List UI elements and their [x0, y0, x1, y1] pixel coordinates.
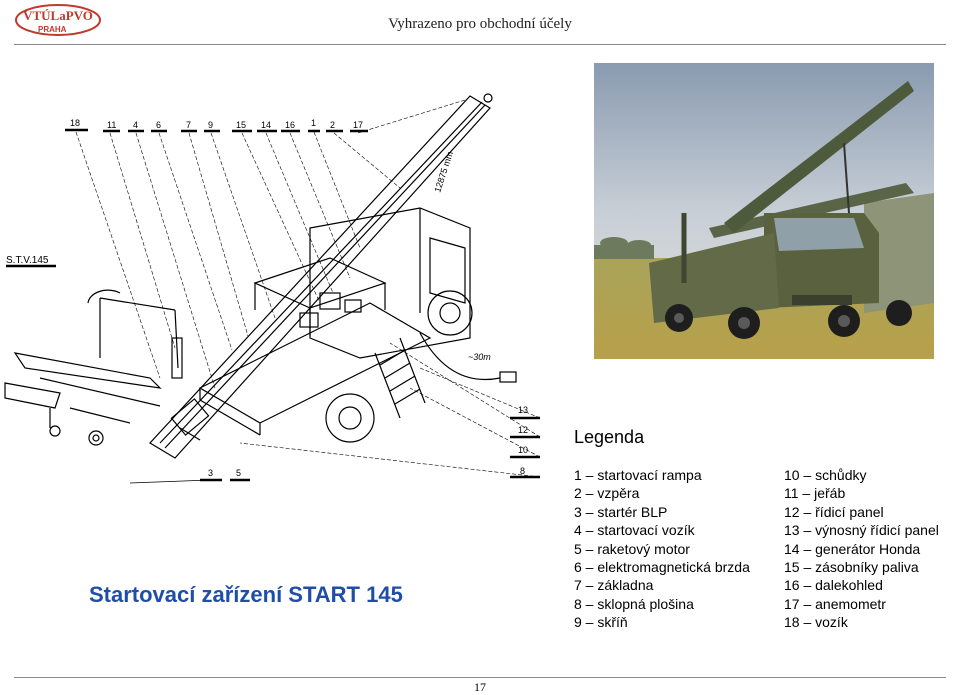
footer-divider: [14, 677, 946, 678]
callout-10: 10: [518, 445, 528, 455]
callout-13: 13: [518, 405, 528, 415]
logo-subtext: PRAHA: [38, 25, 67, 34]
callout-6: 6: [156, 120, 161, 130]
legend-item: 15 – zásobníky paliva: [784, 559, 919, 576]
callout-12: 12: [518, 425, 528, 435]
legend-item: 8 – sklopná plošina: [574, 595, 694, 612]
callout-11: 11: [107, 120, 116, 130]
page-number: 17: [474, 680, 486, 694]
callout-3: 3: [208, 468, 213, 478]
callout-1: 1: [311, 118, 316, 128]
callout-8: 8: [520, 466, 525, 476]
header-note: Vyhrazeno pro obchodní účely: [388, 16, 572, 32]
callout-7: 7: [186, 120, 191, 130]
drawing-tag: S.T.V.145: [6, 255, 49, 266]
callout-18: 18: [70, 118, 80, 128]
technical-drawing: 18 11 4 6 7 9 15 14 16 1 2 17 13 12 10 8…: [4, 93, 541, 484]
legend-item: 17 – anemometr: [784, 595, 886, 612]
vtulapvo-logo: VTÚLaPVO PRAHA: [15, 4, 101, 36]
page-title: Startovací zařízení START 145: [89, 582, 403, 607]
legend-item: 9 – skříň: [574, 614, 628, 631]
callout-16: 16: [285, 120, 295, 130]
callout-15: 15: [236, 120, 246, 130]
cable-dimension: ~30m: [468, 352, 491, 362]
legend-item: 13 – výnosný řídicí panel: [784, 522, 939, 539]
legend-item: 4 – startovací vozík: [574, 522, 695, 539]
legend-item: 1 – startovací rampa: [574, 467, 702, 483]
logo-text: VTÚLaPVO: [23, 8, 93, 23]
callout-2: 2: [330, 120, 335, 130]
callout-17: 17: [353, 120, 363, 130]
callout-14: 14: [261, 120, 271, 130]
legend-item: 5 – raketový motor: [574, 540, 690, 557]
legend-item: 7 – základna: [574, 577, 654, 594]
legend-item: 3 – startér BLP: [574, 503, 668, 520]
legend-item: 14 – generátor Honda: [784, 540, 921, 557]
legend-item: 16 – dalekohled: [784, 577, 883, 594]
legend-item: 12 – řídicí panel: [784, 503, 884, 520]
legend-title: Legenda: [574, 427, 645, 447]
launcher-photo: [594, 63, 934, 359]
rail-dimension: 12875 mm: [432, 150, 455, 194]
callout-4: 4: [133, 120, 138, 130]
legend-item: 11 – jeřáb: [784, 485, 846, 502]
legend-column-1: 1 – startovací rampa 2 – vzpěra 3 – star…: [574, 466, 750, 632]
header-divider: [14, 44, 946, 45]
legend-item: 10 – schůdky: [784, 467, 867, 483]
callout-5: 5: [236, 468, 241, 478]
legend-item: 18 – vozík: [784, 614, 848, 631]
legend-column-2: 10 – schůdky 11 – jeřáb 12 – řídicí pane…: [784, 466, 939, 632]
legend-item: 2 – vzpěra: [574, 485, 640, 502]
callout-9: 9: [208, 120, 213, 130]
legend-item: 6 – elektromagnetická brzda: [574, 559, 750, 576]
